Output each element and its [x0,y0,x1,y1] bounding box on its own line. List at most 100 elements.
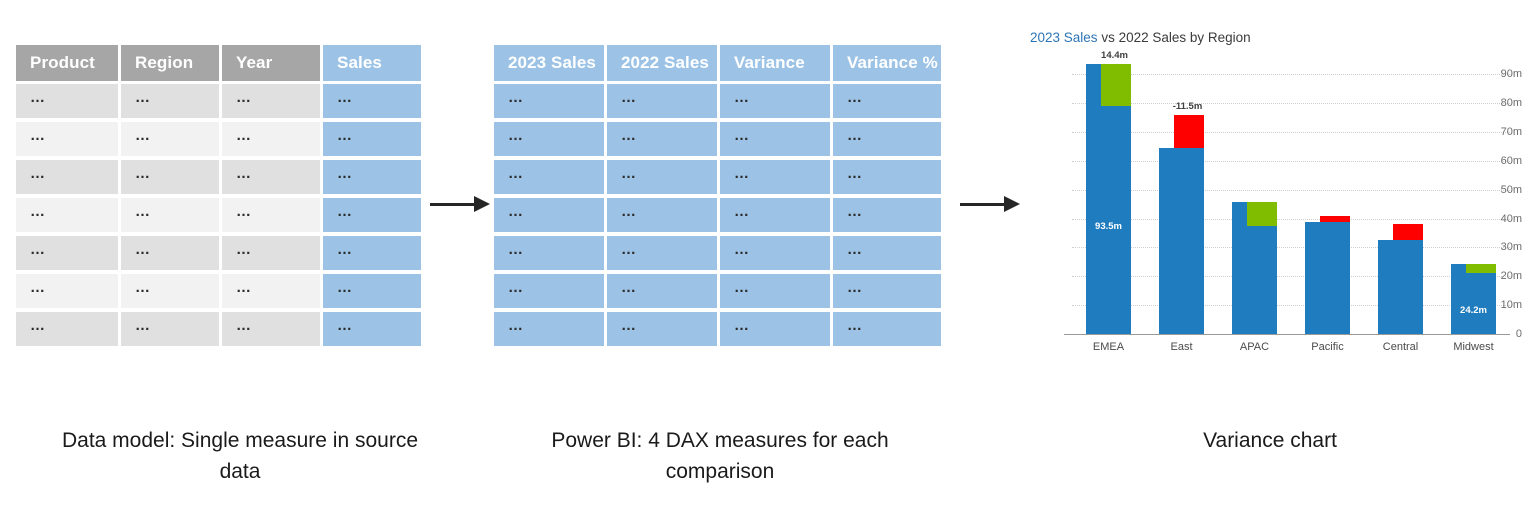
table-cell: … [833,312,941,346]
table-cell: … [323,236,421,270]
y-axis-tick-label: 60m [1500,154,1522,167]
table-cell: … [607,84,717,118]
column-header-variance[interactable]: Variance [720,45,830,81]
cell-ellipsis: … [30,165,46,183]
table-row: ………… [494,84,944,118]
table-cell: … [323,160,421,194]
table-cell: … [607,160,717,194]
cell-ellipsis: … [337,165,353,183]
chart-gridline [1072,132,1510,134]
y-axis-tick-label: 50m [1500,183,1522,196]
y-axis-tick-label: 20m [1500,270,1522,283]
chart-bar-current[interactable] [1377,239,1424,334]
y-axis-tick-label: 0 [1515,328,1522,340]
chart-bar-current[interactable] [1304,222,1351,334]
chart-gridline [1072,189,1510,191]
table-cell: … [494,236,604,270]
cell-ellipsis: … [337,279,353,297]
cell-ellipsis: … [734,279,750,297]
table-cell: … [222,160,320,194]
chart-gridline [1072,74,1510,76]
table-cell: … [607,236,717,270]
cell-ellipsis: … [734,241,750,259]
table-cell: … [607,122,717,156]
table-cell: … [720,274,830,308]
table-cell: … [833,122,941,156]
table-cell: … [494,274,604,308]
cell-ellipsis: … [734,89,750,107]
chart-gridline [1072,276,1510,278]
chart-bar-current[interactable] [1158,148,1205,334]
table-cell: … [16,84,118,118]
cell-ellipsis: … [30,89,46,107]
table-cell: … [323,312,421,346]
arrow-head-icon [1004,196,1020,212]
chart-title-rest: vs 2022 Sales by Region [1097,30,1251,45]
cell-ellipsis: … [337,203,353,221]
table-cell: … [720,198,830,232]
cell-ellipsis: … [621,165,637,183]
cell-ellipsis: … [30,241,46,259]
cell-ellipsis: … [236,165,252,183]
table-cell: … [323,122,421,156]
cell-ellipsis: … [135,127,151,145]
column-header-region[interactable]: Region [121,45,219,81]
table-row: ………… [494,236,944,270]
table-cell: … [323,198,421,232]
cell-ellipsis: … [30,127,46,145]
chart-data-label-inside: 24.2m [1460,304,1487,316]
chart-bar-variance-negative[interactable] [1393,223,1424,240]
table-cell: … [121,160,219,194]
table-cell: … [494,84,604,118]
arrow-shaft [430,202,475,206]
table-cell: … [833,198,941,232]
cell-ellipsis: … [337,127,353,145]
table-row: ………… [16,198,424,232]
caption-right: Variance chart [1203,429,1337,452]
arrow-shaft [960,202,1005,206]
column-header-2022-sales[interactable]: 2022 Sales [607,45,717,81]
cell-ellipsis: … [236,317,252,335]
table-row: ………… [494,122,944,156]
table-cell: … [494,312,604,346]
chart-bar-current[interactable] [1450,264,1497,334]
table-row: ………… [16,84,424,118]
chart-bar-variance-negative[interactable] [1174,115,1205,149]
chart-gridline [1072,160,1510,162]
y-axis-tick-label: 30m [1500,241,1522,254]
table-cell: … [121,274,219,308]
chart-bar-variance-positive[interactable] [1466,264,1497,274]
table-cell: … [16,312,118,346]
chart-bar-variance-negative[interactable] [1320,216,1351,223]
table-cell: … [222,274,320,308]
cell-ellipsis: … [135,317,151,335]
column-header-product[interactable]: Product [16,45,118,81]
cell-ellipsis: … [508,165,524,183]
column-header-sales[interactable]: Sales [323,45,421,81]
y-axis-tick-label: 90m [1500,68,1522,81]
column-header-year[interactable]: Year [222,45,320,81]
chart-bar-variance-positive[interactable] [1247,201,1278,226]
cell-ellipsis: … [847,203,863,221]
x-axis-category-label: APAC [1239,341,1270,353]
table-cell: … [121,84,219,118]
cell-ellipsis: … [621,279,637,297]
table-cell: … [720,84,830,118]
chart-bar-current[interactable] [1085,64,1132,334]
cell-ellipsis: … [236,127,252,145]
cell-ellipsis: … [135,241,151,259]
cell-ellipsis: … [337,241,353,259]
chart-bar-variance-positive[interactable] [1101,64,1132,106]
table-cell: … [720,312,830,346]
table-row: … … … … [16,312,424,346]
column-header-2023-sales[interactable]: 2023 Sales [494,45,604,81]
chart-gridline [1072,247,1510,249]
cell-ellipsis: … [30,279,46,297]
column-header-variance[interactable]: Variance % [833,45,941,81]
cell-ellipsis: … [135,165,151,183]
cell-ellipsis: … [734,317,750,335]
table-row: ………… [16,274,424,308]
